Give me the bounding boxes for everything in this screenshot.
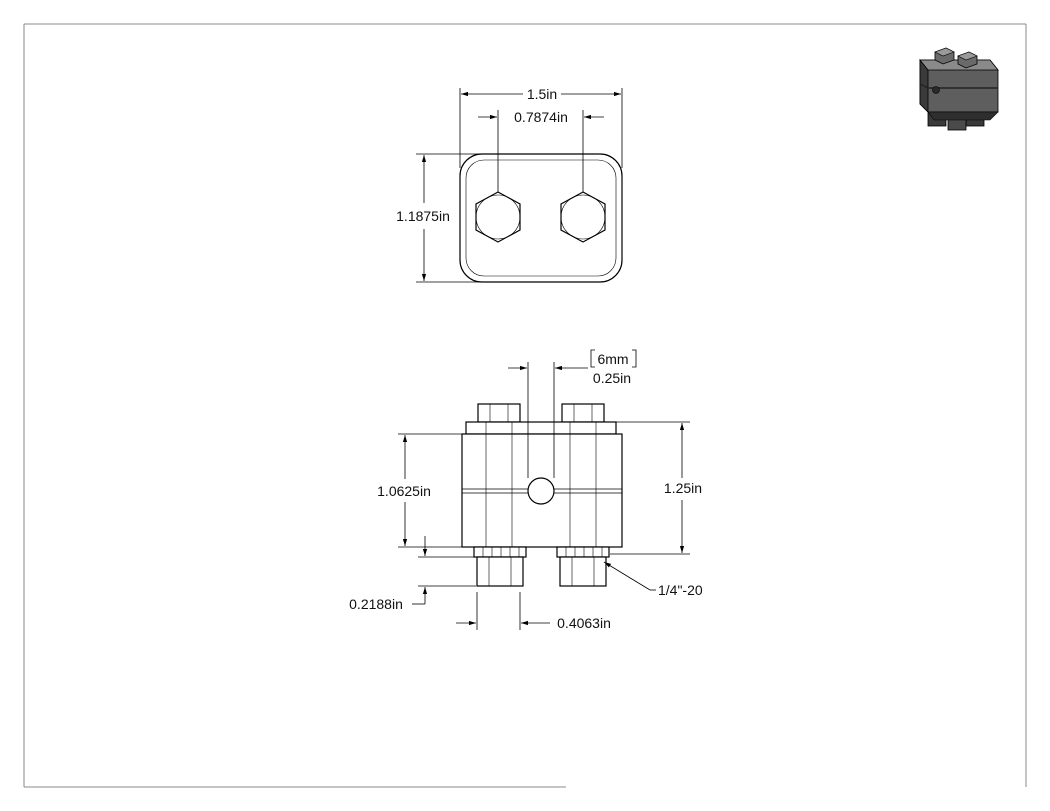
label-overall-width: 1.5in [527, 86, 557, 102]
label-body-height: 1.0625in [377, 483, 431, 499]
sheet-border [23, 23, 1027, 788]
top-view-outline [459, 153, 623, 283]
front-cable-hole [527, 477, 555, 505]
label-bolt-spacing: 0.7874in [514, 109, 568, 125]
label-nut-offset: 0.4063in [557, 615, 611, 631]
dim-overall-height: 1.25in [610, 421, 702, 555]
label-hole-diameter-metric: 6mm [597, 351, 628, 367]
front-serrated-washer-left [473, 546, 527, 558]
dim-bolt-spacing: 0.7874in [478, 109, 604, 192]
isometric-preview [919, 47, 999, 131]
label-hole-diameter: 0.25in [593, 370, 631, 386]
label-overall-depth: 1.1875in [396, 208, 450, 224]
top-view-inner-edge [465, 159, 617, 277]
dim-body-height: 1.0625in [377, 433, 476, 548]
label-nut-height: 0.2188in [349, 596, 403, 612]
top-bolt-right [560, 191, 606, 243]
dim-overall-depth: 1.1875in [396, 153, 484, 283]
top-bolt-left [475, 191, 521, 243]
label-thread-callout: 1/4"-20 [658, 582, 703, 598]
front-view: 6mm 0.25in 1.25in 1.0625in 0.2188in [349, 349, 703, 631]
top-view: 1.5in 0.7874in 1.1875in [396, 86, 623, 283]
front-nut-right [559, 556, 607, 587]
front-bolt-head-left [477, 403, 521, 423]
dim-hole-diameter: 6mm 0.25in [508, 349, 637, 478]
thread-callout: 1/4"-20 [603, 561, 703, 598]
front-bolt-head-right [561, 403, 605, 423]
front-top-plate [465, 421, 617, 435]
front-serrated-washer-right [556, 546, 610, 558]
dim-overall-width: 1.5in [459, 86, 623, 168]
front-nut-left [476, 556, 524, 587]
dim-nut-height: 0.2188in [349, 536, 476, 612]
label-overall-height: 1.25in [664, 480, 702, 496]
dim-nut-offset: 0.4063in [456, 592, 611, 631]
